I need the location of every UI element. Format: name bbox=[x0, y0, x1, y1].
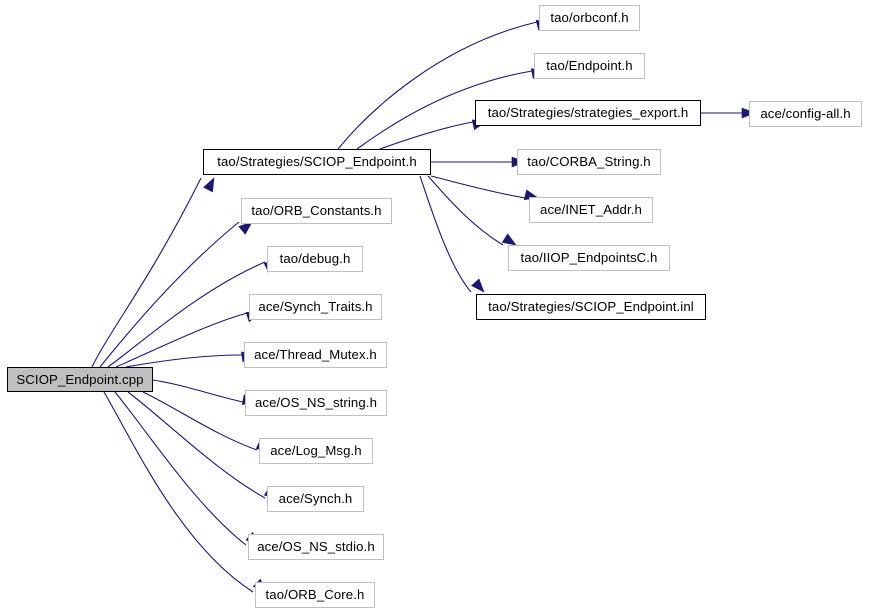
graph-node-inet_addr[interactable]: ace/INET_Addr.h bbox=[529, 197, 653, 223]
graph-node-label: tao/Strategies/strategies_export.h bbox=[487, 105, 689, 121]
graph-node-label: tao/Endpoint.h bbox=[546, 58, 633, 74]
graph-node-endpoint[interactable]: tao/Endpoint.h bbox=[534, 53, 645, 79]
graph-node-label: tao/debug.h bbox=[279, 251, 351, 267]
graph-node-synch_traits[interactable]: ace/Synch_Traits.h bbox=[249, 294, 382, 320]
graph-edge-arrowhead bbox=[238, 221, 253, 235]
graph-node-synch[interactable]: ace/Synch.h bbox=[267, 486, 364, 512]
graph-edge bbox=[91, 177, 202, 368]
graph-node-debug[interactable]: tao/debug.h bbox=[267, 246, 363, 272]
graph-node-label: ace/Log_Msg.h bbox=[270, 443, 362, 459]
graph-node-orb_constants[interactable]: tao/ORB_Constants.h bbox=[241, 198, 392, 224]
graph-node-label: SCIOP_Endpoint.cpp bbox=[16, 371, 144, 387]
graph-node-label: tao/Strategies/SCIOP_Endpoint.h bbox=[217, 154, 417, 170]
graph-node-label: tao/ORB_Constants.h bbox=[251, 203, 382, 219]
graph-node-label: ace/OS_NS_string.h bbox=[254, 395, 377, 411]
graph-node-corba_string[interactable]: tao/CORBA_String.h bbox=[517, 149, 661, 175]
graph-edge bbox=[114, 391, 247, 546]
graph-node-label: ace/Synch_Traits.h bbox=[258, 299, 373, 315]
graph-node-label: ace/INET_Addr.h bbox=[540, 202, 642, 218]
graph-edge bbox=[107, 261, 266, 368]
graph-node-label: tao/IIOP_EndpointsC.h bbox=[520, 250, 658, 266]
graph-edge bbox=[103, 391, 254, 593]
graph-node-label: ace/OS_NS_stdio.h bbox=[257, 539, 375, 555]
graph-edge bbox=[99, 221, 240, 368]
graph-node-orb_core[interactable]: tao/ORB_Core.h bbox=[255, 582, 375, 608]
graph-edge bbox=[419, 175, 472, 293]
graph-node-label: ace/config-all.h bbox=[760, 106, 851, 122]
graph-node-os_ns_stdio[interactable]: ace/OS_NS_stdio.h bbox=[248, 534, 384, 560]
graph-node-sciop_endpoint_inl[interactable]: tao/Strategies/SCIOP_Endpoint.inl bbox=[476, 294, 706, 320]
graph-node-label: tao/CORBA_String.h bbox=[527, 154, 651, 170]
graph-node-label: ace/Synch.h bbox=[278, 491, 353, 507]
graph-node-label: tao/ORB_Core.h bbox=[265, 587, 365, 603]
graph-edge bbox=[125, 354, 243, 368]
graph-node-log_msg[interactable]: ace/Log_Msg.h bbox=[259, 438, 373, 464]
graph-node-sciop_endpoint_h[interactable]: tao/Strategies/SCIOP_Endpoint.h bbox=[203, 149, 431, 175]
graph-edge-arrowhead bbox=[501, 233, 517, 246]
graph-edge bbox=[152, 379, 244, 403]
graph-edge-arrowhead bbox=[741, 107, 756, 119]
graph-node-config_all[interactable]: ace/config-all.h bbox=[749, 101, 862, 127]
graph-edge bbox=[337, 21, 538, 150]
graph-edge bbox=[427, 175, 504, 246]
graph-node-label: tao/orbconf.h bbox=[550, 10, 629, 26]
graph-edge bbox=[127, 391, 266, 499]
graph-node-label: tao/Strategies/SCIOP_Endpoint.inl bbox=[488, 299, 694, 315]
graph-edge bbox=[430, 175, 526, 199]
graph-edge bbox=[356, 70, 533, 150]
graph-node-os_ns_string[interactable]: ace/OS_NS_string.h bbox=[245, 390, 387, 416]
graph-edge bbox=[379, 121, 474, 150]
graph-node-root[interactable]: SCIOP_Endpoint.cpp bbox=[7, 367, 153, 392]
graph-edge bbox=[115, 312, 248, 368]
graph-node-orbconf[interactable]: tao/orbconf.h bbox=[539, 5, 640, 31]
graph-edge bbox=[142, 391, 258, 451]
graph-node-thread_mutex[interactable]: ace/Thread_Mutex.h bbox=[244, 342, 387, 368]
graph-node-strategies_export[interactable]: tao/Strategies/strategies_export.h bbox=[475, 100, 701, 126]
graph-edge-arrowhead bbox=[203, 177, 215, 193]
graph-node-label: ace/Thread_Mutex.h bbox=[254, 347, 377, 363]
graph-node-iiop_endpointsc[interactable]: tao/IIOP_EndpointsC.h bbox=[508, 245, 670, 271]
graph-edge-arrowhead bbox=[471, 278, 485, 293]
